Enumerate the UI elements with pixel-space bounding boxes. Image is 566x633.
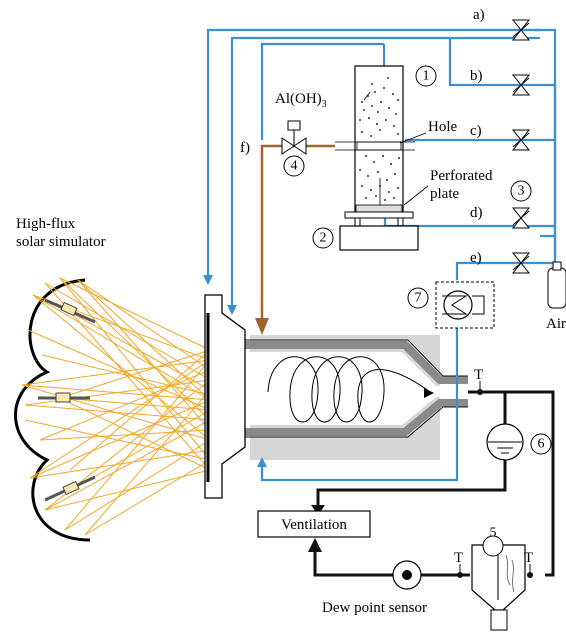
- line-label-b: b): [470, 68, 483, 84]
- reactor-flange: [204, 294, 246, 499]
- line-label-e: e): [470, 250, 482, 266]
- svg-text:3: 3: [518, 184, 525, 199]
- simulator-label-line1: High-flux: [16, 216, 76, 232]
- aloh3-label: Al(OH)3: [275, 91, 327, 110]
- valve-4[interactable]: [281, 120, 307, 155]
- particle-bed: [359, 77, 400, 201]
- ventilation-label: Ventilation: [281, 517, 347, 533]
- condenser: [486, 423, 524, 461]
- component-marker-1: 1: [415, 65, 437, 87]
- perforated-label-line1: Perforated: [430, 168, 493, 184]
- temp-sensor-label-filter-out: T: [524, 550, 533, 566]
- svg-text:7: 7: [415, 291, 422, 306]
- valve-a[interactable]: [511, 19, 531, 41]
- perforated-label-line2: plate: [430, 186, 459, 202]
- ventilation-box: [257, 510, 371, 538]
- feed-line: [255, 144, 335, 335]
- component-marker-4: 4: [283, 155, 305, 177]
- solar-simulator: [14, 277, 211, 542]
- dew-point-label: Dew point sensor: [322, 600, 427, 616]
- temp-sensor-label-filter-in: T: [454, 550, 463, 566]
- air-supply: [547, 261, 566, 309]
- svg-text:6: 6: [538, 437, 545, 452]
- simulator-label-line2: solar simulator: [16, 234, 106, 250]
- component-marker-2: 2: [312, 227, 334, 249]
- light-rays: [21, 277, 211, 536]
- particle-feeder: [335, 65, 415, 214]
- svg-text:1: 1: [423, 69, 430, 84]
- valve-e[interactable]: [511, 252, 531, 274]
- lamp-upper: [44, 298, 96, 324]
- line-label-c: c): [470, 123, 482, 139]
- gas-lines: [203, 28, 557, 482]
- filter: [471, 544, 526, 631]
- valve-d[interactable]: [511, 207, 531, 229]
- vibrator: [339, 211, 419, 251]
- component-marker-7: 7: [407, 287, 429, 309]
- valve-b[interactable]: [511, 74, 531, 96]
- air-label: Air: [546, 316, 566, 332]
- dew-point-sensor: [392, 560, 422, 590]
- component-marker-5: 5: [482, 526, 504, 557]
- lamp-lower: [44, 475, 96, 502]
- svg-text:2: 2: [320, 231, 327, 246]
- component-marker-3: 3: [510, 180, 532, 202]
- line-label-d: d): [470, 205, 483, 221]
- heat-exchanger: [435, 281, 495, 329]
- valve-c[interactable]: [511, 129, 531, 151]
- reactor: [204, 294, 468, 499]
- temp-sensor-label-outlet: T: [474, 367, 483, 383]
- component-marker-6: 6: [530, 433, 552, 455]
- lamp-middle: [38, 392, 90, 403]
- line-label-f: f): [240, 140, 250, 156]
- svg-text:4: 4: [291, 159, 298, 174]
- hole-label: Hole: [428, 119, 458, 135]
- vortex-flow: [267, 356, 431, 423]
- line-label-a: a): [473, 7, 485, 23]
- svg-text:5: 5: [490, 526, 497, 541]
